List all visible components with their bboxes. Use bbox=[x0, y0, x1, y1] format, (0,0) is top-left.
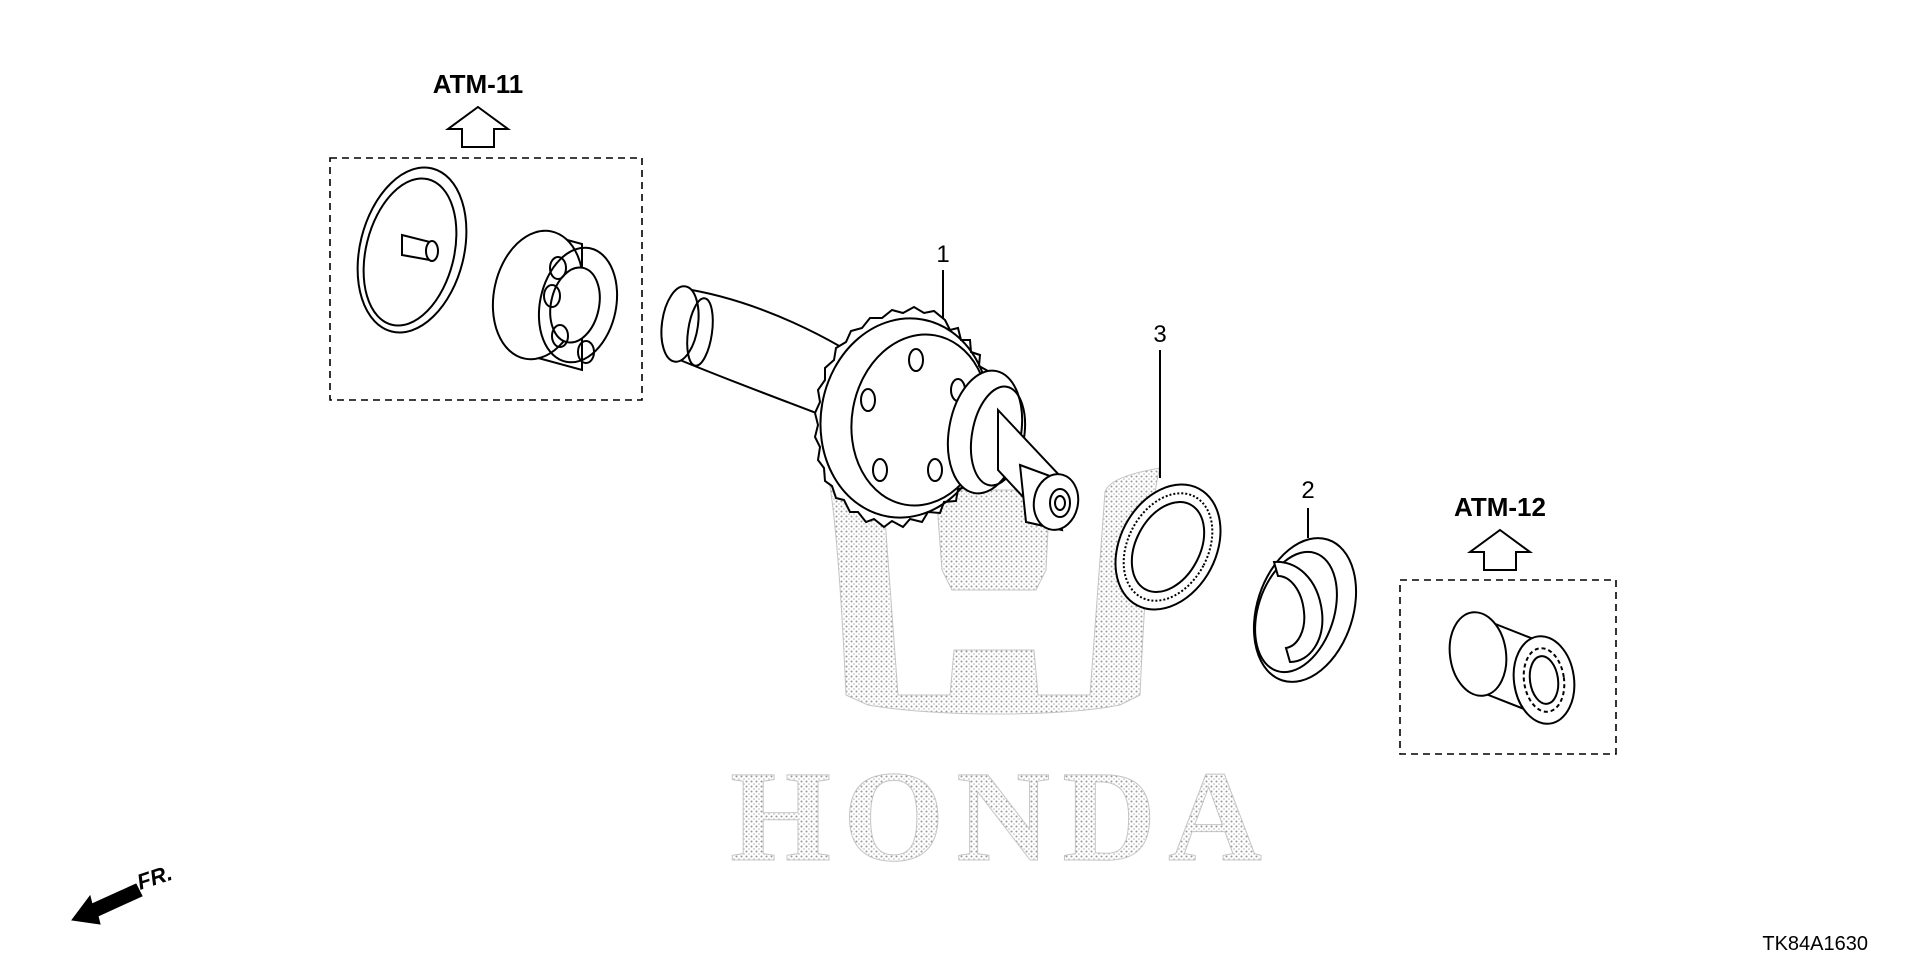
thrust-washer[interactable]: 2 bbox=[1236, 477, 1373, 695]
atm-12-group[interactable]: ATM-12 bbox=[1399, 492, 1617, 755]
atm-12-dashed-box bbox=[1399, 579, 1617, 755]
thrust-needle-bearing[interactable]: 3 bbox=[1095, 321, 1242, 628]
callout-1[interactable]: 1 bbox=[936, 241, 949, 268]
atm-11-dashed-box bbox=[329, 157, 643, 401]
atm-12-label[interactable]: ATM-12 bbox=[1454, 492, 1546, 522]
ball-bearing bbox=[491, 229, 619, 372]
honda-wordmark: HONDA bbox=[730, 745, 1274, 889]
callout-2[interactable]: 2 bbox=[1301, 477, 1314, 504]
up-arrow-icon bbox=[444, 105, 512, 148]
front-direction-arrow-icon bbox=[71, 883, 143, 925]
atm-11-group[interactable]: ATM-11 bbox=[329, 69, 643, 401]
honda-watermark: HONDA bbox=[730, 467, 1274, 890]
front-label: FR. bbox=[134, 860, 175, 895]
needle-roller-bearing bbox=[1448, 611, 1576, 725]
bearing-cap bbox=[356, 166, 468, 334]
countershaft-gear[interactable]: 1 bbox=[657, 241, 1083, 533]
atm-11-label[interactable]: ATM-11 bbox=[433, 69, 524, 99]
diagram-code: TK84A1630 bbox=[1762, 933, 1868, 955]
callout-3[interactable]: 3 bbox=[1153, 321, 1166, 348]
up-arrow-icon bbox=[1466, 528, 1534, 571]
front-direction-indicator: FR. bbox=[71, 860, 175, 925]
